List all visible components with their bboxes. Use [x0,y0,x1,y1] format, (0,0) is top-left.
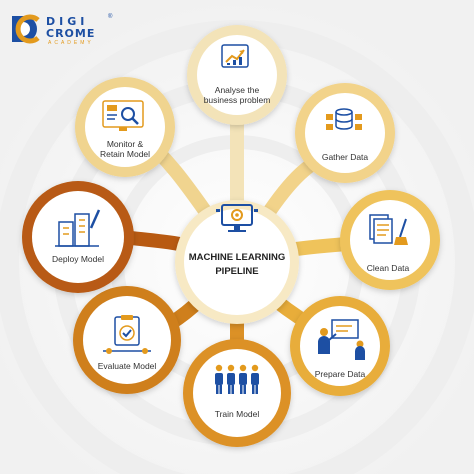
label-train: Train Model [214,409,260,419]
logo-text-line1: DIGI [46,15,89,28]
monitor-gear-icon [216,204,258,232]
label-gather: Gather Data [321,152,369,162]
center-title: MACHINE LEARNING PIPELINE [182,251,292,279]
clipboard-check-icon [103,315,151,354]
center-title-line1: MACHINE LEARNING [188,252,286,263]
center-title-line2: PIPELINE [215,266,259,277]
stage-prepare [290,296,390,396]
label-monitor: Monitor & Retain Model [99,139,151,159]
digicrome-logo: DIGI CROME ACADEMY ® [8,12,118,48]
stage-circles [22,25,440,447]
label-clean: Clean Data [366,263,410,273]
database-icon [326,108,362,130]
logo-text-line2: CROME [46,27,96,40]
monitor-search-icon [102,100,144,131]
stage-analyse [187,25,287,125]
label-prepare: Prepare Data [314,369,366,379]
team-icon [215,364,259,394]
chart-growth-icon [221,44,249,68]
logo-text-line3: ACADEMY [48,40,94,46]
label-analyse: Analyse the business problem [203,85,271,105]
logo-mark-icon [12,14,40,44]
broom-documents-icon [369,214,408,245]
center-hub [175,200,299,324]
label-deploy: Deploy Model [52,254,104,264]
stage-gather [295,83,395,183]
stage-train [183,339,291,447]
building-icon [55,209,101,247]
presenter-board-icon [318,319,365,360]
label-evaluate: Evaluate Model [97,361,157,371]
stage-deploy [22,181,134,293]
logo-registered-mark: ® [108,14,113,20]
